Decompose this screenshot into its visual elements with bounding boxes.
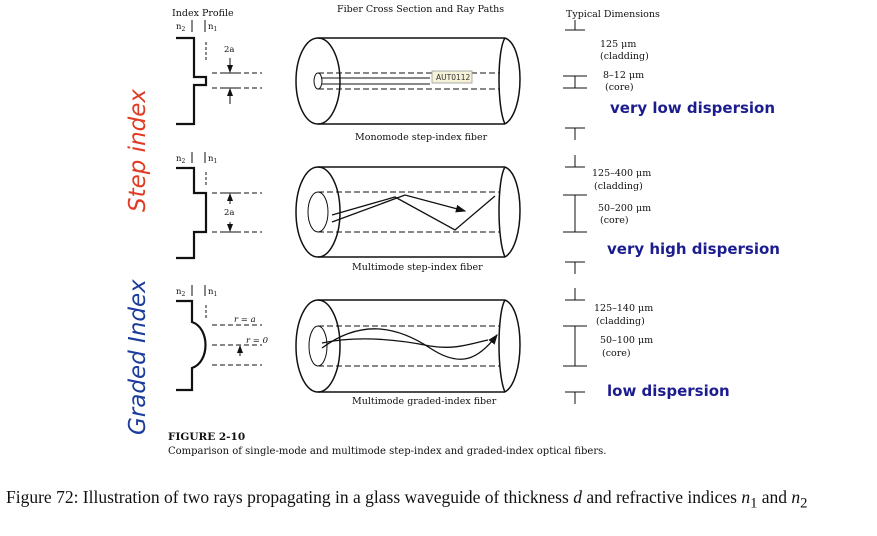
fiber-diagram: Index Profile Fiber Cross Section and Ra…: [125, 4, 780, 457]
dim-core-3: 50–100 μm: [600, 335, 653, 346]
row-monomode: n2 n1 2a AUT0112 Monomode step-index fib…: [176, 20, 775, 143]
caption-and: and: [757, 487, 792, 507]
label-n1-row2: n1: [208, 154, 217, 165]
dim-core-1: 8–12 μm: [603, 70, 644, 81]
dispersion-label-3: low dispersion: [607, 382, 730, 400]
fiber-caption-multimode-graded: Multimode graded-index fiber: [352, 396, 497, 407]
header-cross-section: Fiber Cross Section and Ray Paths: [337, 4, 504, 15]
side-label-step-index: Step index: [125, 89, 151, 212]
header-index-profile: Index Profile: [172, 8, 234, 19]
row-multimode-step: n2 n1 2a Multimode step-index fiber 125–…: [176, 152, 780, 274]
label-r-0: r = 0: [246, 336, 269, 346]
caption-n1-sub: 1: [750, 495, 758, 512]
label-n2-row3: n2: [176, 287, 185, 298]
dim-cladding-label-2: (cladding): [594, 181, 643, 192]
tag-label: AUT0112: [436, 73, 471, 82]
label-n1-row3: n1: [208, 287, 217, 298]
fiber-multimode-graded: [295, 299, 521, 393]
fiber-caption-multimode-step: Multimode step-index fiber: [352, 262, 483, 273]
caption-d: d: [573, 487, 582, 507]
label-n1: n1: [208, 22, 217, 33]
figure-caption: Figure 72: Illustration of two rays prop…: [6, 485, 872, 516]
fiber-caption-monomode: Monomode step-index fiber: [355, 132, 488, 143]
dim-core-label-3: (core): [602, 348, 631, 359]
dim-core-label-2: (core): [600, 215, 629, 226]
tag-box: [431, 70, 473, 84]
dispersion-label-2: very high dispersion: [607, 240, 780, 258]
label-2a: 2a: [224, 45, 234, 55]
side-label-graded-index: Graded Index: [125, 279, 151, 435]
label-2a-row2: 2a: [224, 208, 234, 218]
index-profile-monomode: [176, 36, 208, 126]
fiber-monomode: [295, 37, 521, 125]
caption-n1: n: [741, 487, 751, 507]
caption-prefix: Figure 72: Illustration of two rays prop…: [6, 487, 574, 507]
caption-n2: n: [791, 487, 801, 507]
header-dimensions: Typical Dimensions: [566, 9, 660, 20]
dim-cladding-3: 125–140 μm: [594, 303, 653, 314]
dim-cladding-1: 125 μm: [600, 39, 636, 50]
dim-cladding-label-3: (cladding): [596, 316, 645, 327]
label-n2: n2: [176, 22, 185, 33]
label-r-a: r = a: [234, 315, 256, 325]
row-multimode-graded: n2 n1 r = a r = 0 Multimode graded-index…: [176, 285, 730, 407]
dim-core-label-1: (core): [605, 82, 634, 93]
caption-middle: and refractive indices: [581, 487, 742, 507]
dim-cladding-label-1: (cladding): [600, 51, 649, 62]
dim-cladding-2: 125–400 μm: [592, 168, 651, 179]
dispersion-label-1: very low dispersion: [610, 99, 775, 117]
figure-label: FIGURE 2-10: [168, 431, 245, 443]
index-profile-multimode-step: [176, 166, 208, 260]
caption-n2-sub: 2: [800, 495, 808, 512]
fiber-multimode-step: [295, 166, 521, 258]
dim-core-2: 50–200 μm: [598, 203, 651, 214]
index-profile-multimode-graded: [176, 299, 207, 392]
figure-description: Comparison of single-mode and multimode …: [168, 446, 606, 457]
label-n2-row2: n2: [176, 154, 185, 165]
